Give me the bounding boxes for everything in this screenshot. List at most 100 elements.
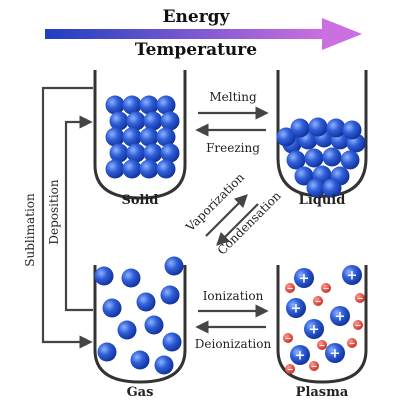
liquid-particle: [326, 118, 346, 138]
electron-icon: [353, 320, 363, 330]
ion-particle: [325, 343, 345, 363]
negative-sign: −: [319, 341, 326, 350]
negative-sign: −: [349, 339, 356, 348]
vaporization-arrow: [205, 194, 248, 237]
solid-beaker-icon: [93, 70, 187, 200]
plasma-beaker-icon: [276, 265, 368, 384]
solid-particle: [122, 127, 142, 147]
liquid-particle: [304, 148, 324, 168]
positive-sign: +: [347, 269, 358, 284]
gas-particle: [94, 266, 114, 286]
solid-particle: [126, 111, 146, 131]
solid-particle: [109, 111, 129, 131]
positive-sign: +: [335, 310, 346, 325]
negative-sign: −: [357, 294, 364, 303]
liquid-beaker-icon: [276, 70, 368, 198]
electron-icon: [321, 283, 331, 293]
solid-particle: [105, 159, 125, 179]
liquid-particle: [308, 117, 328, 137]
negative-sign: −: [323, 284, 330, 293]
ion-particle: [330, 306, 350, 326]
liquid-particle: [306, 178, 326, 198]
sublimation-arrow: [41, 86, 93, 349]
electron-icon: [283, 333, 293, 343]
liquid-particle: [340, 150, 360, 170]
plasma-particles: +++++++−−−−−−−−−−: [283, 265, 365, 374]
temperature-label: Temperature: [135, 40, 257, 60]
electron-icon: [355, 293, 365, 303]
solid-particle: [160, 143, 180, 163]
ion-particle: [286, 298, 306, 318]
negative-sign: −: [315, 297, 322, 306]
gas-particles: [94, 256, 184, 375]
electron-icon: [309, 361, 319, 371]
gas-particle: [97, 342, 117, 362]
solid-particle: [122, 95, 142, 115]
melting-label: Melting: [209, 90, 257, 104]
electron-icon: [347, 338, 357, 348]
ionization-label: Ionization: [203, 289, 264, 303]
solid-particle: [105, 127, 125, 147]
energy-label: Energy: [163, 7, 231, 27]
liquid-particles: [276, 117, 366, 198]
plasma-label: Plasma: [296, 385, 349, 400]
ion-particle: [304, 319, 324, 339]
electron-icon: [285, 283, 295, 293]
positive-sign: +: [295, 349, 306, 364]
liquid-particle: [322, 147, 342, 167]
ion-particle: [290, 345, 310, 365]
solid-particle: [143, 111, 163, 131]
liquid-particle: [276, 127, 296, 147]
gas-particle: [136, 292, 156, 312]
gas-particle: [164, 256, 184, 276]
energy-arrow: [45, 18, 362, 50]
positive-sign: +: [309, 323, 320, 338]
deionization-label: Deionization: [195, 337, 272, 351]
positive-sign: +: [299, 272, 310, 287]
solid-particle: [156, 127, 176, 147]
gas-beaker-icon: [93, 265, 187, 384]
liquid-label: Liquid: [299, 193, 346, 208]
positive-sign: +: [291, 302, 302, 317]
gas-label: Gas: [127, 385, 154, 400]
electron-icon: [285, 364, 295, 374]
negative-sign: −: [287, 284, 294, 293]
solid-particle: [105, 95, 125, 115]
gas-particle: [154, 355, 174, 375]
solid-particle: [160, 111, 180, 131]
negative-sign: −: [285, 334, 292, 343]
solid-particle: [139, 95, 159, 115]
solid-particle: [143, 143, 163, 163]
liquid-particle: [322, 178, 342, 198]
solid-label: Solid: [121, 193, 158, 208]
gas-particle: [144, 315, 164, 335]
gas-particle: [102, 298, 122, 318]
gas-particle: [160, 285, 180, 305]
gas-particle: [162, 332, 182, 352]
liquid-particle: [342, 120, 362, 140]
electron-icon: [317, 340, 327, 350]
solid-particle: [139, 127, 159, 147]
solid-particle: [139, 159, 159, 179]
liquid-particle: [294, 166, 314, 186]
ion-particle: [294, 268, 314, 288]
sublimation-label: Sublimation: [23, 193, 37, 267]
negative-sign: −: [311, 362, 318, 371]
positive-sign: +: [330, 347, 341, 362]
gas-particle: [121, 268, 141, 288]
liquid-particle: [286, 150, 306, 170]
solid-particle: [126, 143, 146, 163]
negative-sign: −: [287, 365, 294, 374]
deposition-arrow: [64, 115, 93, 312]
freezing-label: Freezing: [206, 141, 260, 155]
electron-icon: [313, 296, 323, 306]
negative-sign: −: [355, 321, 362, 330]
solid-particles: [105, 95, 180, 179]
deposition-label: Deposition: [47, 179, 61, 245]
gas-particle: [117, 320, 137, 340]
solid-particle: [109, 143, 129, 163]
ion-particle: [342, 265, 362, 285]
liquid-particle: [290, 118, 310, 138]
solid-particle: [156, 95, 176, 115]
